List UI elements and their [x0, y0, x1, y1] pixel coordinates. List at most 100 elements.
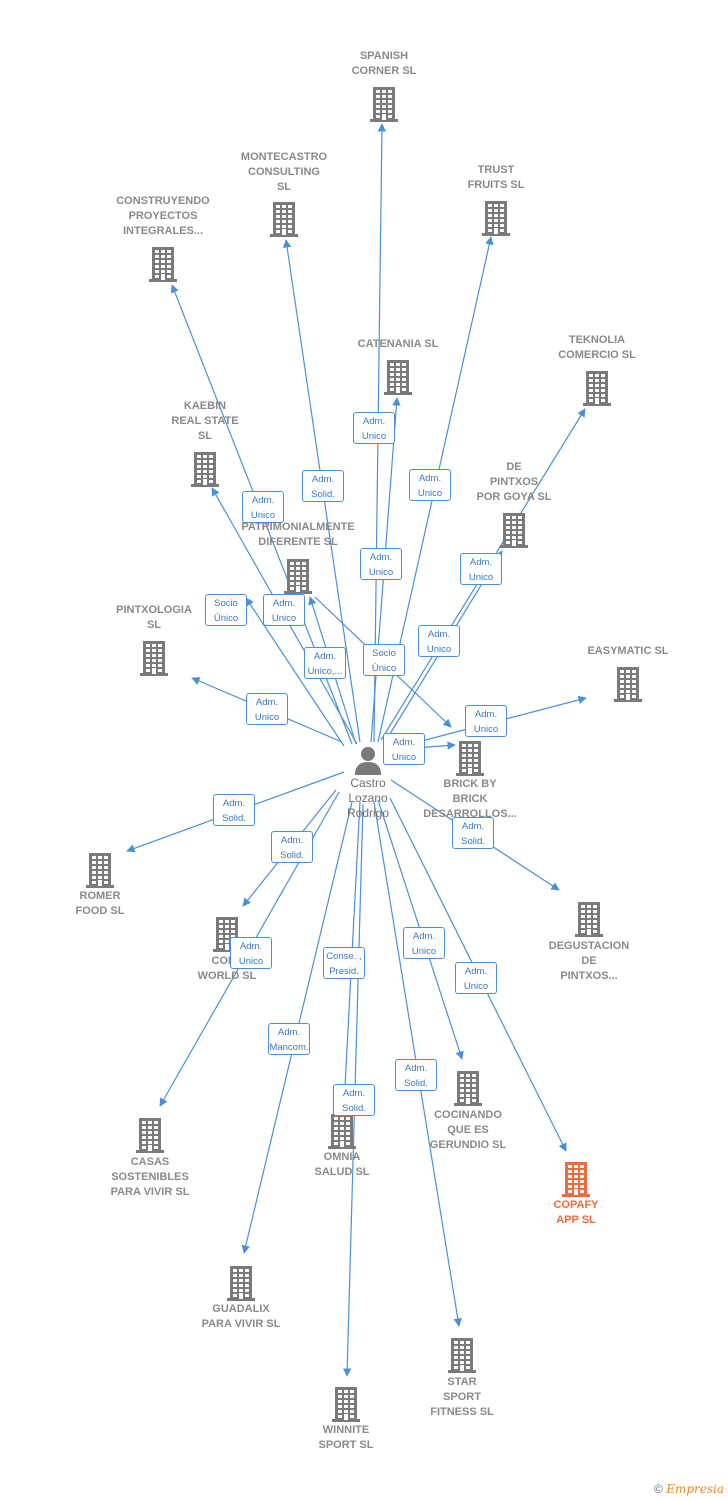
role-label-teknolia[interactable]: Adm. Unico: [460, 553, 502, 585]
company-label-winnite[interactable]: WINNITE SPORT SL: [276, 1423, 416, 1453]
company-node-teknolia[interactable]: [537, 370, 657, 406]
company-name: CASAS SOSTENIBLES PARA VIVIR SL: [110, 1156, 190, 1198]
company-label-romer-food[interactable]: ROMER FOOD SL: [30, 889, 170, 919]
company-node-star-sport[interactable]: [402, 1337, 522, 1373]
role-label-winnite[interactable]: Adm. Solid.: [333, 1084, 375, 1116]
building-icon: [136, 1118, 164, 1153]
company-label-copa-world[interactable]: COPA WORLD SL: [157, 954, 297, 984]
building-icon: [332, 1387, 360, 1422]
company-node-brick-by-brick[interactable]: [410, 740, 530, 776]
company-node-de-pintxos[interactable]: [454, 512, 574, 548]
role-label-romer-food[interactable]: Adm. Solid.: [213, 794, 255, 826]
role-label-easymatic[interactable]: Adm. Unico: [465, 705, 507, 737]
building-icon: [583, 371, 611, 406]
role-label-cocinando[interactable]: Adm. Unico: [403, 927, 445, 959]
building-icon: [149, 247, 177, 282]
role-label-catenania[interactable]: Adm. Unico: [353, 412, 395, 444]
company-name: CONSTRUYENDO PROYECTOS INTEGRALES...: [116, 195, 210, 237]
company-node-pintxologia[interactable]: [94, 640, 214, 676]
building-icon: [614, 667, 642, 702]
role-label-copafy[interactable]: Adm. Unico: [455, 962, 497, 994]
company-label-degustacion[interactable]: DEGUSTACION DE PINTXOS...: [519, 939, 659, 984]
company-name: DEGUSTACION DE PINTXOS...: [548, 940, 630, 982]
company-node-degustacion[interactable]: [529, 901, 649, 937]
company-label-star-sport[interactable]: STAR SPORT FITNESS SL: [392, 1375, 532, 1420]
company-node-guadalix[interactable]: [181, 1265, 301, 1301]
company-node-trust-fruits[interactable]: [436, 200, 556, 236]
company-name: COPAFY APP SL: [553, 1199, 599, 1226]
company-node-construyendo[interactable]: [103, 246, 223, 282]
company-label-de-pintxos[interactable]: DE PINTXOS POR GOYA SL: [444, 460, 584, 505]
company-node-winnite[interactable]: [286, 1386, 406, 1422]
role-label-brick-by-brick[interactable]: Socio Único: [363, 644, 405, 676]
building-icon: [270, 202, 298, 237]
company-node-cocinando[interactable]: [408, 1070, 528, 1106]
role-label-montecastro[interactable]: Adm. Solid.: [302, 470, 344, 502]
role-label-omnia-salud[interactable]: Conse. , Presid.: [323, 947, 365, 979]
role-label-pintxologia[interactable]: Socio Único: [205, 594, 247, 626]
company-label-copafy[interactable]: COPAFY APP SL: [506, 1198, 646, 1228]
company-name: MONTECASTRO CONSULTING SL: [240, 151, 328, 193]
building-icon: [370, 87, 398, 122]
copyright-symbol: ©: [654, 1482, 663, 1496]
company-label-guadalix[interactable]: GUADALIX PARA VIVIR SL: [171, 1302, 311, 1332]
company-name: STAR SPORT FITNESS SL: [430, 1376, 494, 1418]
company-label-teknolia[interactable]: TEKNOLIA COMERCIO SL: [527, 333, 667, 363]
company-name: COCINANDO QUE ES GERUNDIO SL: [429, 1109, 507, 1151]
company-label-montecastro[interactable]: MONTECASTRO CONSULTING SL: [214, 150, 354, 195]
edge-to-pintxologia: [245, 597, 345, 747]
company-label-omnia-salud[interactable]: OMNIA SALUD SL: [272, 1150, 412, 1180]
center-person[interactable]: Castro Lozano Rodrigo: [333, 744, 403, 821]
company-node-kaebin[interactable]: [145, 451, 265, 487]
company-label-pintxologia[interactable]: PINTXOLOGIA SL: [84, 603, 224, 633]
company-node-copafy[interactable]: [516, 1161, 636, 1197]
role-label-star-sport[interactable]: Adm. Solid.: [395, 1059, 437, 1091]
company-label-easymatic[interactable]: EASYMATIC SL: [558, 644, 698, 659]
role-label-copa-world[interactable]: Adm. Solid.: [271, 831, 313, 863]
company-label-trust-fruits[interactable]: TRUST FRUITS SL: [426, 163, 566, 193]
company-node-catenania[interactable]: [338, 359, 458, 395]
building-icon: [482, 201, 510, 236]
company-name: BRICK BY BRICK DESARROLLOS...: [423, 778, 517, 820]
company-name: WINNITE SPORT SL: [318, 1424, 374, 1451]
company-label-brick-by-brick[interactable]: BRICK BY BRICK DESARROLLOS...: [400, 777, 540, 822]
person-name: Castro Lozano Rodrigo: [346, 776, 390, 820]
company-name: COPA WORLD SL: [197, 955, 257, 982]
role-label-brick-by-brick[interactable]: Adm. Unico: [383, 733, 425, 765]
building-icon: [384, 360, 412, 395]
company-node-montecastro[interactable]: [224, 201, 344, 237]
company-node-patrimonialmente[interactable]: [238, 558, 358, 594]
company-node-romer-food[interactable]: [40, 852, 160, 888]
company-name: TRUST FRUITS SL: [467, 164, 525, 191]
company-label-spanish-corner[interactable]: SPANISH CORNER SL: [314, 49, 454, 79]
company-name: OMNIA SALUD SL: [314, 1151, 370, 1178]
company-label-casas-sostenibles[interactable]: CASAS SOSTENIBLES PARA VIVIR SL: [80, 1155, 220, 1200]
company-label-construyendo[interactable]: CONSTRUYENDO PROYECTOS INTEGRALES...: [93, 194, 233, 239]
role-label-trust-fruits[interactable]: Adm. Unico: [409, 469, 451, 501]
role-label-spanish-corner[interactable]: Adm. Unico: [360, 548, 402, 580]
building-icon: [86, 853, 114, 888]
company-label-catenania[interactable]: CATENANIA SL: [328, 337, 468, 352]
role-label-degustacion[interactable]: Adm. Solid.: [452, 817, 494, 849]
company-node-casas-sostenibles[interactable]: [90, 1117, 210, 1153]
role-label-patrimonialmente[interactable]: Adm. Unico,...: [304, 647, 346, 679]
company-node-easymatic[interactable]: [568, 666, 688, 702]
company-node-omnia-salud[interactable]: [282, 1113, 402, 1149]
role-label-kaebin[interactable]: Adm. Unico: [263, 594, 305, 626]
company-label-kaebin[interactable]: KAEBIN REAL STATE SL: [135, 399, 275, 444]
company-name: PATRIMONIALMENTE DIFERENTE SL: [241, 521, 355, 548]
building-icon: [500, 513, 528, 548]
role-label-casas-sostenibles[interactable]: Adm. Unico: [230, 937, 272, 969]
role-label-guadalix[interactable]: Adm. Mancom.: [268, 1023, 310, 1055]
role-label-pintxologia[interactable]: Adm. Unico: [246, 693, 288, 725]
role-label-de-pintxos[interactable]: Adm. Unico: [418, 625, 460, 657]
building-icon: [454, 1071, 482, 1106]
company-label-cocinando[interactable]: COCINANDO QUE ES GERUNDIO SL: [398, 1108, 538, 1153]
building-icon: [191, 452, 219, 487]
role-label-construyendo[interactable]: Adm. Unico: [242, 491, 284, 523]
company-label-patrimonialmente[interactable]: PATRIMONIALMENTE DIFERENTE SL: [228, 520, 368, 550]
company-name: GUADALIX PARA VIVIR SL: [201, 1303, 281, 1330]
company-node-spanish-corner[interactable]: [324, 86, 444, 122]
brand-name[interactable]: Empresia: [666, 1482, 724, 1496]
building-icon: [140, 641, 168, 676]
